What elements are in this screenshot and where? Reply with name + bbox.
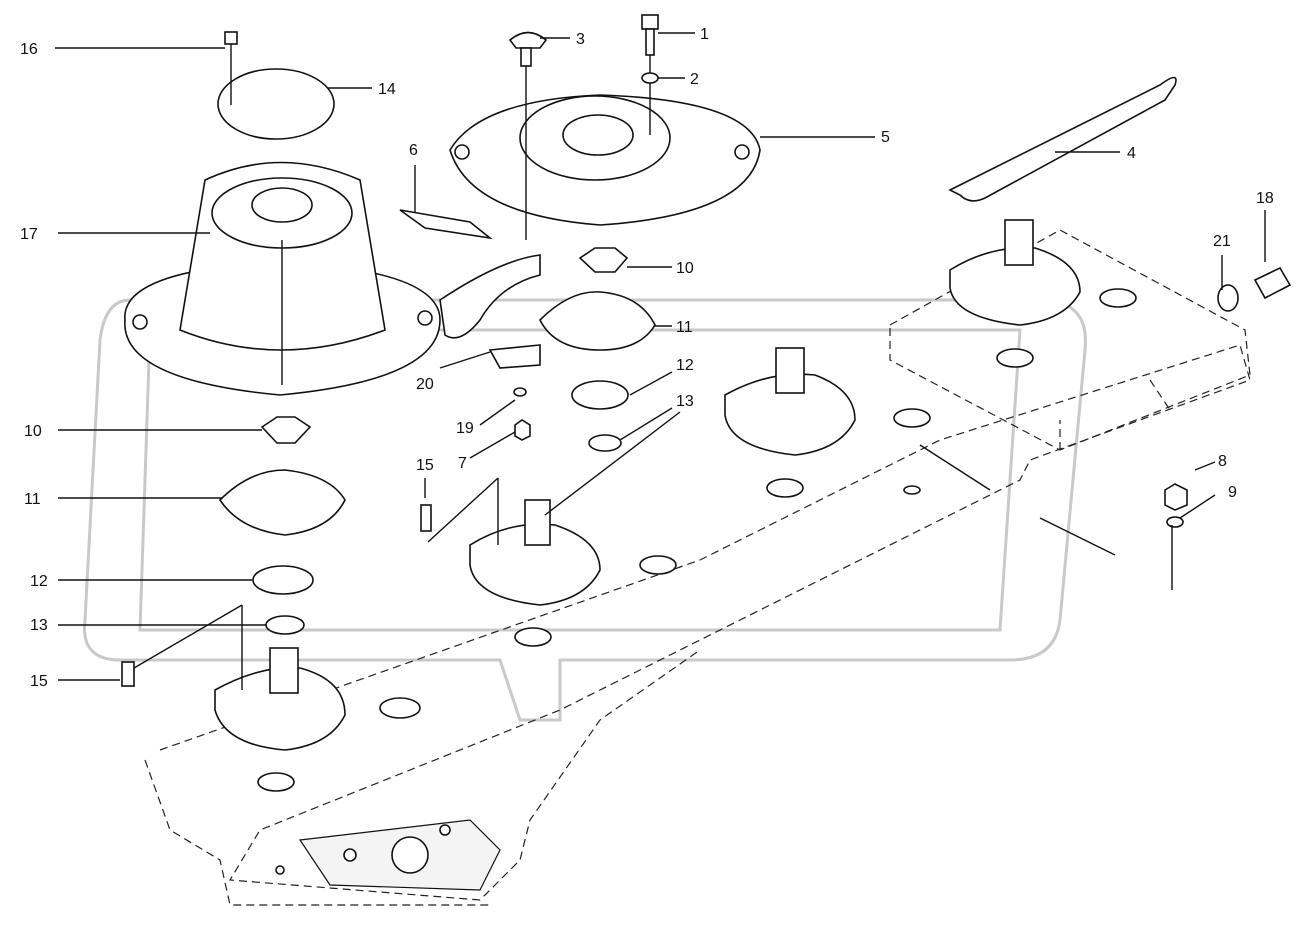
callout-15-left: 15 bbox=[30, 673, 48, 690]
callout-13-right: 13 bbox=[676, 393, 694, 410]
callout-11-left: 11 bbox=[24, 491, 41, 508]
watermark bbox=[82, 298, 1087, 722]
callout-5: 5 bbox=[881, 129, 890, 146]
callout-9: 9 bbox=[1228, 484, 1237, 501]
callout-16: 16 bbox=[20, 41, 38, 58]
gear-housings bbox=[214, 219, 1137, 792]
callout-11-right: 11 bbox=[676, 319, 693, 336]
callout-20: 20 bbox=[416, 376, 434, 393]
callout-3: 3 bbox=[576, 31, 585, 48]
callout-1: 1 bbox=[700, 26, 709, 43]
callout-15-right: 15 bbox=[416, 457, 434, 474]
hardware-items bbox=[121, 14, 1292, 687]
callout-8: 8 bbox=[1218, 453, 1227, 470]
callout-19: 19 bbox=[456, 420, 474, 437]
leader-lines bbox=[55, 32, 1266, 690]
callout-14: 14 bbox=[378, 81, 396, 98]
callout-6: 6 bbox=[409, 142, 418, 159]
callout-12-right: 12 bbox=[676, 357, 694, 374]
callout-13-left: 13 bbox=[30, 617, 48, 634]
callout-labels: 1 2 3 4 5 6 7 8 9 10 10 11 11 12 12 13 1… bbox=[20, 26, 1274, 690]
callout-10-left: 10 bbox=[24, 423, 42, 440]
callout-21: 21 bbox=[1213, 233, 1231, 250]
cutter-bar-housing bbox=[144, 229, 1251, 906]
callout-2: 2 bbox=[690, 71, 699, 88]
callout-18: 18 bbox=[1256, 190, 1274, 207]
callout-10-right: 10 bbox=[676, 260, 694, 277]
callout-17: 17 bbox=[20, 226, 38, 243]
callout-7: 7 bbox=[458, 455, 467, 472]
callout-12-left: 12 bbox=[30, 573, 48, 590]
cone-drum-assembly bbox=[124, 31, 441, 396]
drum-plate-5 bbox=[449, 25, 761, 240]
callout-4: 4 bbox=[1127, 145, 1136, 162]
